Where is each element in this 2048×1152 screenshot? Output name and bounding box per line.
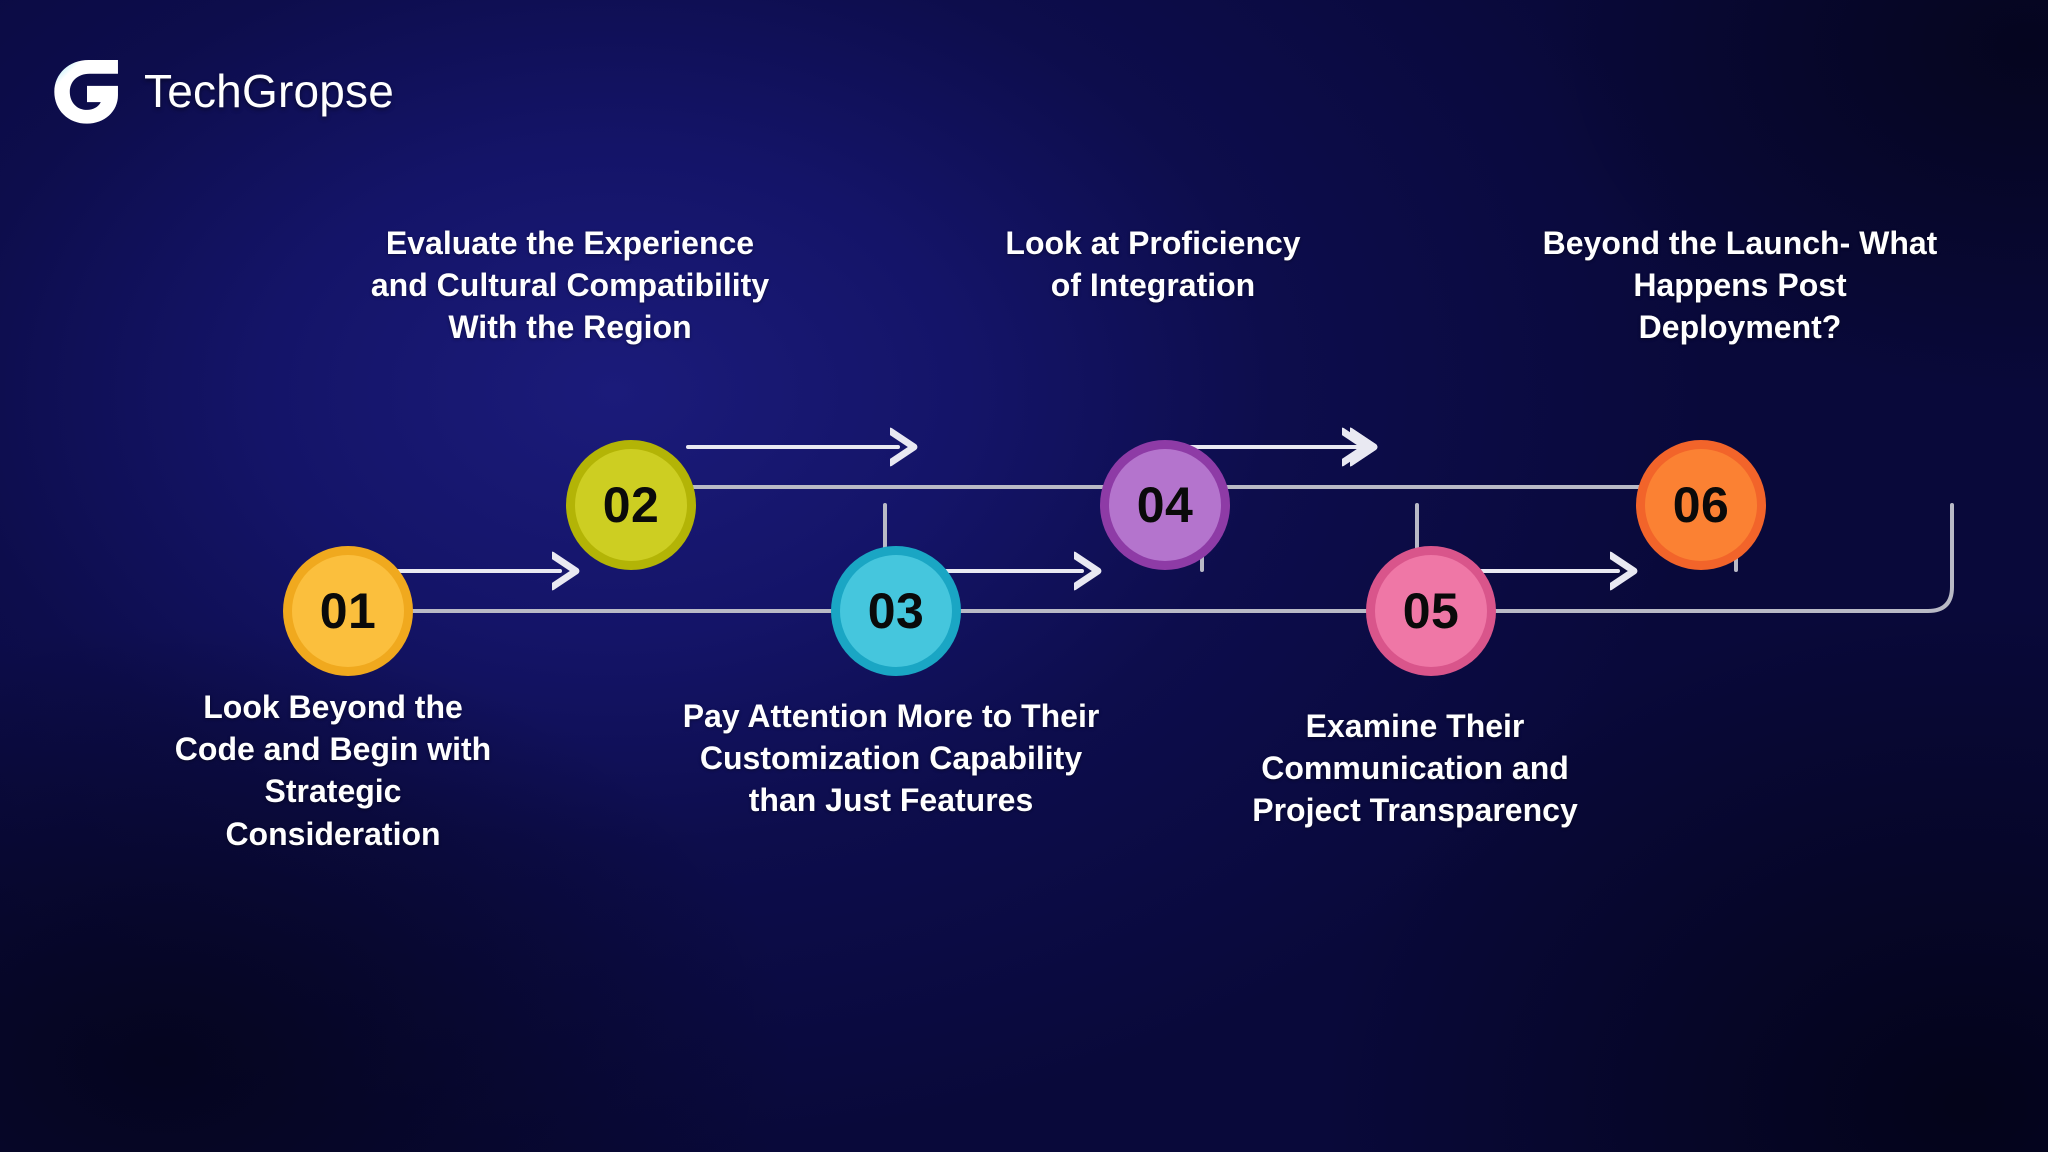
step-caption-03: Pay Attention More to Their Customizatio… <box>682 698 1100 819</box>
step-number-06: 06 <box>1672 477 1730 533</box>
step-node-02[interactable]: 02 <box>566 440 696 570</box>
step-node-03[interactable]: 03 <box>831 546 961 676</box>
brand-logo: TechGropse <box>44 48 394 134</box>
step-node-05[interactable]: 05 <box>1366 546 1496 676</box>
techgropse-g-logo-icon <box>54 60 118 124</box>
step-caption-04: Look at Proficiency of Integration <box>1005 225 1301 304</box>
step-caption-05: Examine Their Communication and Project … <box>1252 708 1578 829</box>
step-node-06[interactable]: 06 <box>1636 440 1766 570</box>
step-number-03: 03 <box>867 583 925 639</box>
step-caption-02: Evaluate the Experience and Cultural Com… <box>370 225 770 346</box>
brand-name: TechGropse <box>144 65 395 117</box>
step-number-02: 02 <box>602 477 660 533</box>
step-caption-06: Beyond the Launch- What Happens Post Dep… <box>1542 225 1938 346</box>
step-number-01: 01 <box>319 583 377 639</box>
step-number-04: 04 <box>1136 477 1194 533</box>
step-node-04[interactable]: 04 <box>1100 440 1230 570</box>
step-number-05: 05 <box>1402 583 1460 639</box>
step-caption-01: Look Beyond the Code and Begin with Stra… <box>174 689 492 852</box>
step-node-01[interactable]: 01 <box>283 546 413 676</box>
